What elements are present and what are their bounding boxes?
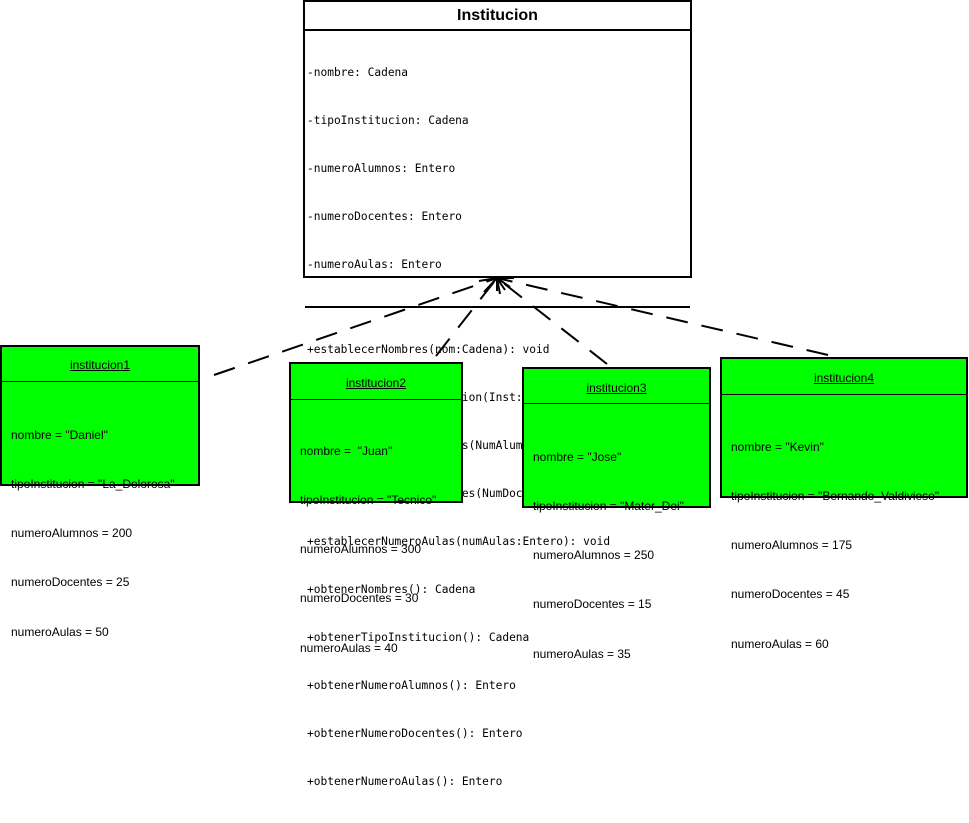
attribute: -numeroDocentes: Entero <box>307 210 462 223</box>
dependency-line-institucion4 <box>496 277 829 356</box>
dependency-line-institucion3 <box>496 277 608 365</box>
dependency-lines <box>213 277 829 376</box>
object-slots: nombre = "Jose" tipoInstitucion = "Mater… <box>524 404 709 695</box>
slot: nombre = "Kevin" <box>731 439 824 454</box>
object-slots: nombre = "Juan" tipoInstitucion = "Tecni… <box>291 400 461 689</box>
slot: tipoInstitucion = "Mater_Dei" <box>533 499 684 514</box>
arrowhead-4 <box>495 277 514 291</box>
method: +obtenerNumeroDocentes(): Entero <box>307 727 523 740</box>
object-slots: nombre = "Kevin" tipoInstitucion = "Bern… <box>722 395 966 685</box>
method: +obtenerNumeroAulas(): Entero <box>307 775 503 788</box>
slot: numeroAulas = 50 <box>11 624 109 639</box>
object-institucion4[interactable]: institucion4 nombre = "Kevin" tipoInstit… <box>720 357 968 651</box>
attribute: -nombre: Cadena <box>307 66 409 79</box>
dependency-line-institucion1 <box>213 277 498 376</box>
object-name: institucion2 <box>291 364 461 400</box>
object-name: institucion1 <box>2 347 198 382</box>
object-name: institucion4 <box>722 359 966 395</box>
class-name: Institucion <box>305 2 690 31</box>
diagram-canvas <box>213 275 829 376</box>
slot: numeroAlumnos = 200 <box>11 526 133 541</box>
slot: numeroAlumnos = 175 <box>731 538 853 553</box>
slot: nombre = "Daniel" <box>11 427 108 442</box>
dependency-line-institucion2 <box>435 277 498 357</box>
object-slots: nombre = "Daniel" tipoInstitucion = "La_… <box>2 382 198 673</box>
slot: numeroAulas = 35 <box>533 646 631 661</box>
method: +establecerNombres(nom:Cadena): void <box>307 343 550 356</box>
slot: numeroAlumnos = 300 <box>300 542 422 557</box>
object-institucion2[interactable]: institucion2 nombre = "Juan" tipoInstitu… <box>289 362 463 655</box>
slot: numeroAulas = 40 <box>300 640 398 655</box>
class-attributes: -nombre: Cadena -tipoInstitucion: Cadena… <box>305 31 690 308</box>
slot: nombre = "Jose" <box>533 449 622 464</box>
slot: nombre = "Juan" <box>300 443 393 458</box>
class-institucion[interactable]: Institucion -nombre: Cadena -tipoInstitu… <box>303 0 692 788</box>
slot: numeroDocentes = 15 <box>533 597 652 612</box>
object-institucion1[interactable]: institucion1 nombre = "Daniel" tipoInsti… <box>0 345 200 639</box>
slot: tipoInstitucion = "La_Dolorosa" <box>11 477 175 492</box>
attribute: -numeroAulas: Entero <box>307 258 442 271</box>
slot: numeroAlumnos = 250 <box>533 548 655 563</box>
object-institucion3[interactable]: institucion3 nombre = "Jose" tipoInstitu… <box>522 367 711 661</box>
slot: numeroAulas = 60 <box>731 636 829 651</box>
slot: tipoInstitucion = "Tecnico" <box>300 493 437 508</box>
slot: numeroDocentes = 30 <box>300 591 419 606</box>
attribute: -tipoInstitucion: Cadena <box>307 114 469 127</box>
slot: numeroDocentes = 45 <box>731 587 850 602</box>
object-name: institucion3 <box>524 369 709 404</box>
slot: tipoInstitucion = "Bernando_Valdivieso" <box>731 489 940 504</box>
attribute: -numeroAlumnos: Entero <box>307 162 456 175</box>
arrowheads <box>478 275 514 295</box>
slot: numeroDocentes = 25 <box>11 575 130 590</box>
